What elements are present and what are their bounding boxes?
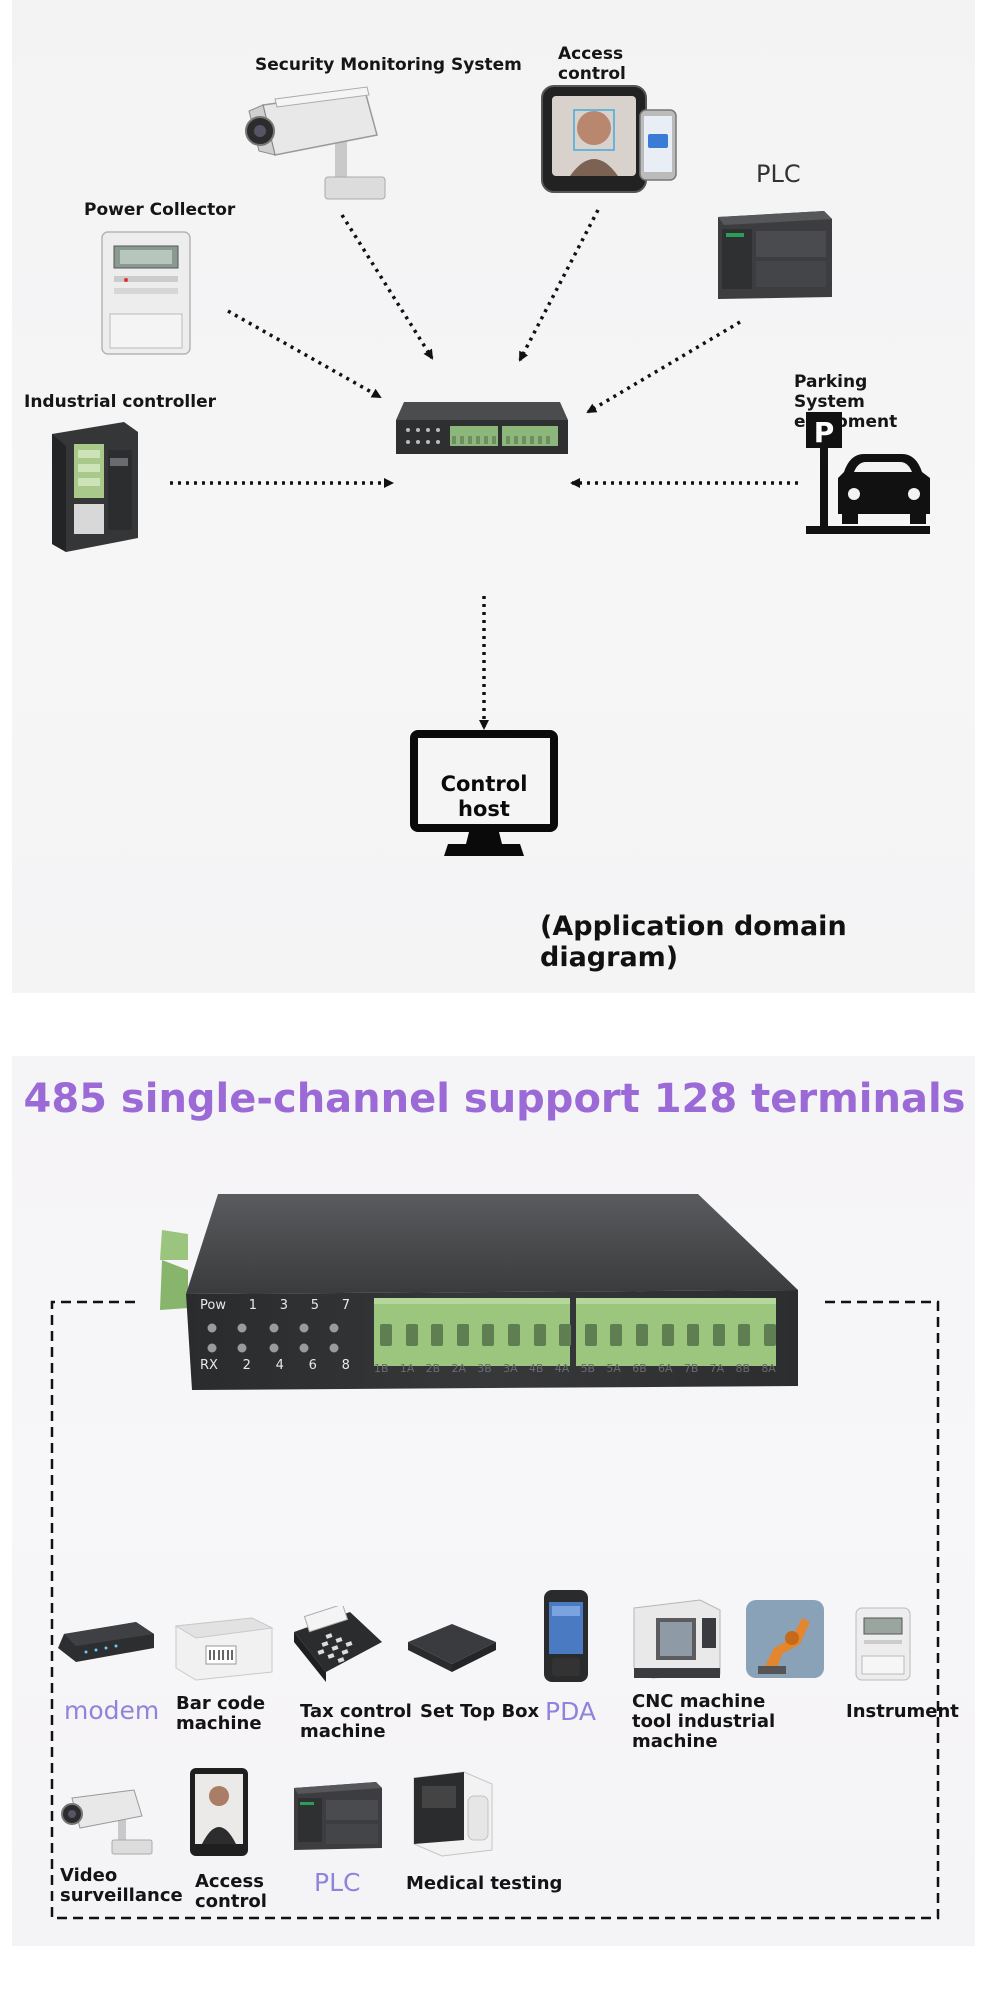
led-label-1: 1 <box>248 1298 257 1313</box>
terminal-screw <box>712 1324 725 1346</box>
medical-testing-icon <box>413 1771 493 1857</box>
label-host: Control host <box>440 772 528 821</box>
power-meter-icon <box>101 231 191 355</box>
terminal-label-2b: 2B <box>425 1362 441 1375</box>
cctv-camera-icon <box>245 86 386 200</box>
device-label-barcode: Bar code machine <box>176 1693 266 1734</box>
terminal-label-7a: 7A <box>709 1362 725 1375</box>
led-label-3: 3 <box>279 1298 288 1313</box>
led-label-2: 2 <box>242 1358 251 1373</box>
network-hub-icon <box>396 402 568 454</box>
led-label-5: 5 <box>310 1298 319 1313</box>
terminal-label-4a: 4A <box>554 1362 570 1375</box>
terminal-screw <box>687 1324 700 1346</box>
terminal-screw <box>610 1324 623 1346</box>
terminal-screw <box>431 1324 444 1346</box>
terminal-screw <box>636 1324 648 1346</box>
device-label-stb: Set Top Box <box>420 1701 540 1722</box>
terminal-label-5a: 5A <box>606 1362 621 1375</box>
led-label-8: 8 <box>341 1358 350 1373</box>
led-panel: Pow 1 3 5 7 RX 2 4 6 8 <box>200 1298 360 1378</box>
led-label-4: 4 <box>275 1358 284 1373</box>
arrow-plc <box>586 320 741 414</box>
terminal-screw <box>738 1324 751 1346</box>
converter-device-icon: Pow 1 3 5 7 RX 2 4 6 8 1B 1A 2B 2A 3B 3A 4B 4A 5… <box>158 1190 803 1395</box>
terminal-screw <box>482 1324 495 1346</box>
arrow-security <box>340 214 434 360</box>
industrial-controller-icon <box>52 422 138 552</box>
terminal-screw <box>559 1324 572 1346</box>
video-surveillance-icon <box>61 1789 153 1855</box>
access-control-icon <box>190 1768 248 1856</box>
instrument-icon <box>855 1607 911 1681</box>
pda-icon <box>544 1590 588 1682</box>
terminal-label-8a: 8A <box>761 1362 776 1375</box>
device-label-medical: Medical testing <box>406 1873 563 1894</box>
parking-icon: P <box>806 412 930 534</box>
terminal-label-8b: 8B <box>735 1362 751 1375</box>
device-label-video: Video surveillance <box>60 1865 183 1906</box>
svg-text:P: P <box>814 416 835 449</box>
label-industrial: Industrial controller <box>24 392 216 412</box>
industrial-robot-icon <box>746 1600 824 1678</box>
terminal-screw <box>533 1324 546 1346</box>
set-top-box-icon <box>408 1624 496 1672</box>
label-plc: PLC <box>756 160 801 188</box>
terminal-label-3b: 3B <box>477 1362 492 1375</box>
monitor-icon <box>410 730 558 856</box>
device-label-access: Access control <box>195 1871 267 1912</box>
terminal-screw <box>405 1324 418 1346</box>
diagram-caption: (Application domain diagram) <box>540 911 847 973</box>
device-label-plc: PLC <box>314 1868 361 1897</box>
device-label-modem: modem <box>64 1696 160 1725</box>
arrow-power <box>227 309 382 399</box>
terminal-label-6a: 6A <box>658 1362 673 1375</box>
terminal-screw <box>764 1324 776 1346</box>
connection-arrows <box>170 209 798 730</box>
terminal-screw <box>508 1324 520 1346</box>
terminal-screw <box>584 1324 597 1346</box>
terminal-screw <box>661 1324 674 1346</box>
face-access-terminal-icon <box>541 85 677 193</box>
device-label-tax: Tax control machine <box>300 1701 412 1742</box>
plc-module-icon <box>718 211 832 299</box>
terminal-label-4b: 4B <box>528 1362 544 1375</box>
device-label-pda: PDA <box>545 1697 596 1726</box>
terminal-label-1b: 1B <box>374 1362 389 1375</box>
device-label-cnc: CNC machine tool industrial machine <box>632 1691 776 1752</box>
terminal-screw <box>456 1324 469 1346</box>
car-icon <box>838 454 930 524</box>
modem-icon <box>58 1622 154 1662</box>
cnc-machine-icon <box>633 1599 721 1679</box>
terminal-label-5b: 5B <box>580 1362 596 1375</box>
tax-machine-icon <box>294 1606 382 1682</box>
label-power: Power Collector <box>84 200 236 220</box>
terminal-label-3a: 3A <box>503 1362 518 1375</box>
led-label-rx: RX <box>200 1358 218 1373</box>
device-label-instrument: Instrument <box>846 1701 959 1722</box>
terminal-screw <box>380 1324 392 1346</box>
terminal-label-2a: 2A <box>451 1362 466 1375</box>
terminals-headline: 485 single-channel support 128 terminals <box>23 1076 966 1122</box>
terminal-label-6b: 6B <box>632 1362 647 1375</box>
led-label-7: 7 <box>341 1298 350 1313</box>
terminal-label-7b: 7B <box>683 1362 699 1375</box>
barcode-printer-icon <box>174 1617 274 1681</box>
terminal-label-1a: 1A <box>399 1362 415 1375</box>
terminal-frame <box>50 1300 940 1920</box>
plc-device-icon <box>294 1782 382 1850</box>
arrow-access <box>518 209 600 362</box>
led-label-pow: Pow <box>200 1298 226 1313</box>
label-security: Security Monitoring System <box>255 55 522 75</box>
terminal-labels: 1B 1A 2B 2A 3B 3A 4B 4A 5B 5A 6B 6A 7B 7A 8B 8A <box>374 1362 776 1375</box>
led-label-6: 6 <box>308 1358 317 1373</box>
